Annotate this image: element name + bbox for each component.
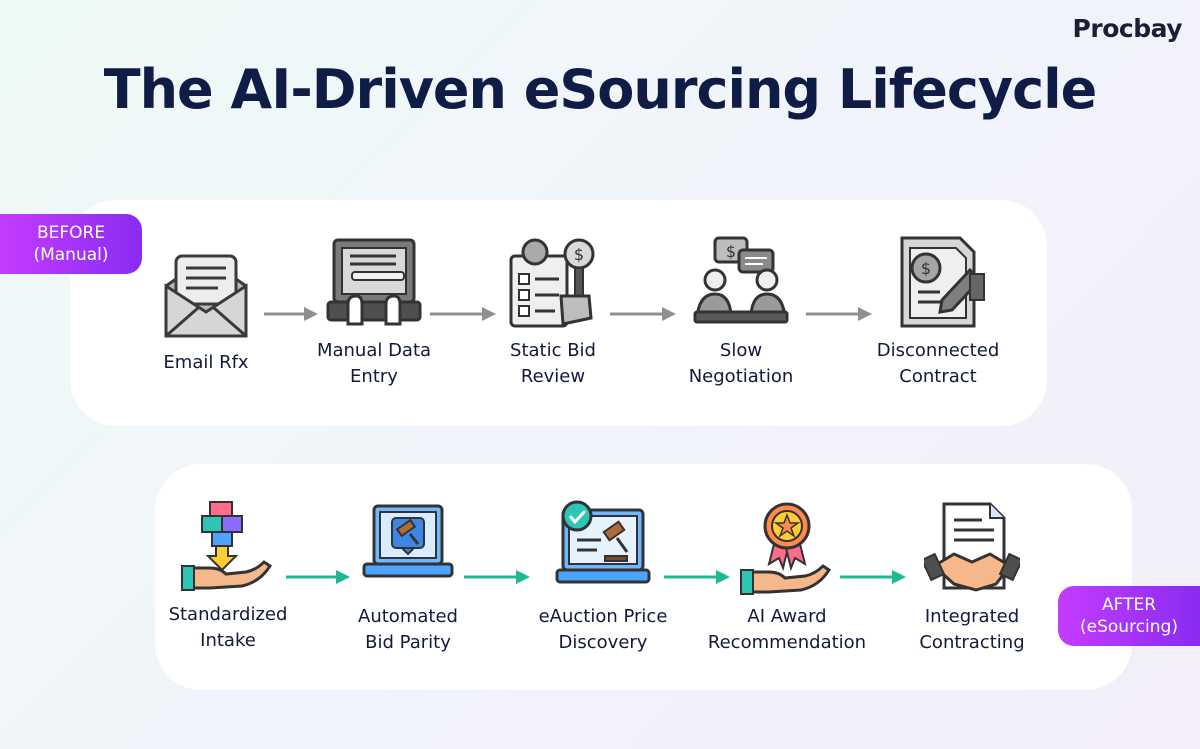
arrow-right-icon [286, 570, 350, 584]
svg-text:$: $ [726, 242, 736, 261]
svg-text:$: $ [921, 259, 931, 278]
before-step-email-rfx: Email Rfx [106, 246, 306, 376]
before-step-manual-data-entry: Manual Data Entry [274, 234, 474, 390]
after-step-standardized-intake: Standardized Intake [128, 498, 328, 654]
checklist-review-icon: $ [509, 238, 595, 328]
arrow-right-icon [430, 307, 496, 321]
step-label: Disconnected Contract [876, 340, 1000, 387]
step-label: eAuction Price Discovery [538, 606, 668, 653]
after-badge-line-1: AFTER [1101, 595, 1157, 615]
page-title: The AI-Driven eSourcing Lifecycle [103, 58, 1098, 121]
arrow-right-icon [610, 307, 676, 321]
after-step-ai-award-recommendation: AI Award Recommendation [687, 500, 887, 656]
contract-document-icon: $ [900, 236, 985, 328]
arrow-right-icon [840, 570, 906, 584]
step-label: Standardized Intake [168, 604, 288, 651]
arrow-right-icon [464, 570, 530, 584]
before-badge: BEFORE (Manual) [0, 214, 142, 274]
envelope-icon [164, 254, 248, 338]
arrow-right-icon [806, 307, 872, 321]
step-label: Automated Bid Parity [358, 606, 458, 653]
step-label: Slow Negotiation [688, 340, 794, 387]
step-label: Static Bid Review [510, 340, 596, 387]
step-label: AI Award Recommendation [707, 606, 867, 653]
meeting-negotiation-icon: $ [693, 236, 789, 324]
hand-boxes-intake-icon [181, 501, 273, 591]
procbay-logo: Procbay [1072, 14, 1183, 43]
hand-award-badge-icon [740, 502, 832, 595]
before-badge-line-2: (Manual) [33, 245, 109, 265]
step-label: Email Rfx [163, 352, 249, 373]
typing-laptop-icon [326, 238, 422, 326]
before-badge-line-1: BEFORE [36, 223, 106, 243]
after-badge: AFTER (eSourcing) [1058, 586, 1200, 646]
before-step-disconnected-contract: $ Disconnected Contract [838, 234, 1038, 390]
before-step-static-bid-review: $ Static Bid Review [453, 234, 653, 390]
before-step-slow-negotiation: $ Slow Negotiation [641, 234, 841, 390]
step-label: Integrated Contracting [919, 606, 1025, 653]
laptop-gavel-icon [362, 504, 454, 578]
after-step-integrated-contracting: Integrated Contracting [872, 500, 1072, 656]
handshake-contract-icon [924, 502, 1020, 592]
step-label: Manual Data Entry [316, 340, 432, 387]
after-step-automated-bid-parity: Automated Bid Parity [308, 500, 508, 656]
after-badge-line-2: (eSourcing) [1080, 617, 1178, 637]
arrow-right-icon [664, 570, 730, 584]
arrow-right-icon [264, 307, 318, 321]
laptop-auction-icon [555, 500, 651, 584]
svg-text:$: $ [574, 245, 584, 264]
after-step-eauction-price-discovery: eAuction Price Discovery [503, 500, 703, 656]
